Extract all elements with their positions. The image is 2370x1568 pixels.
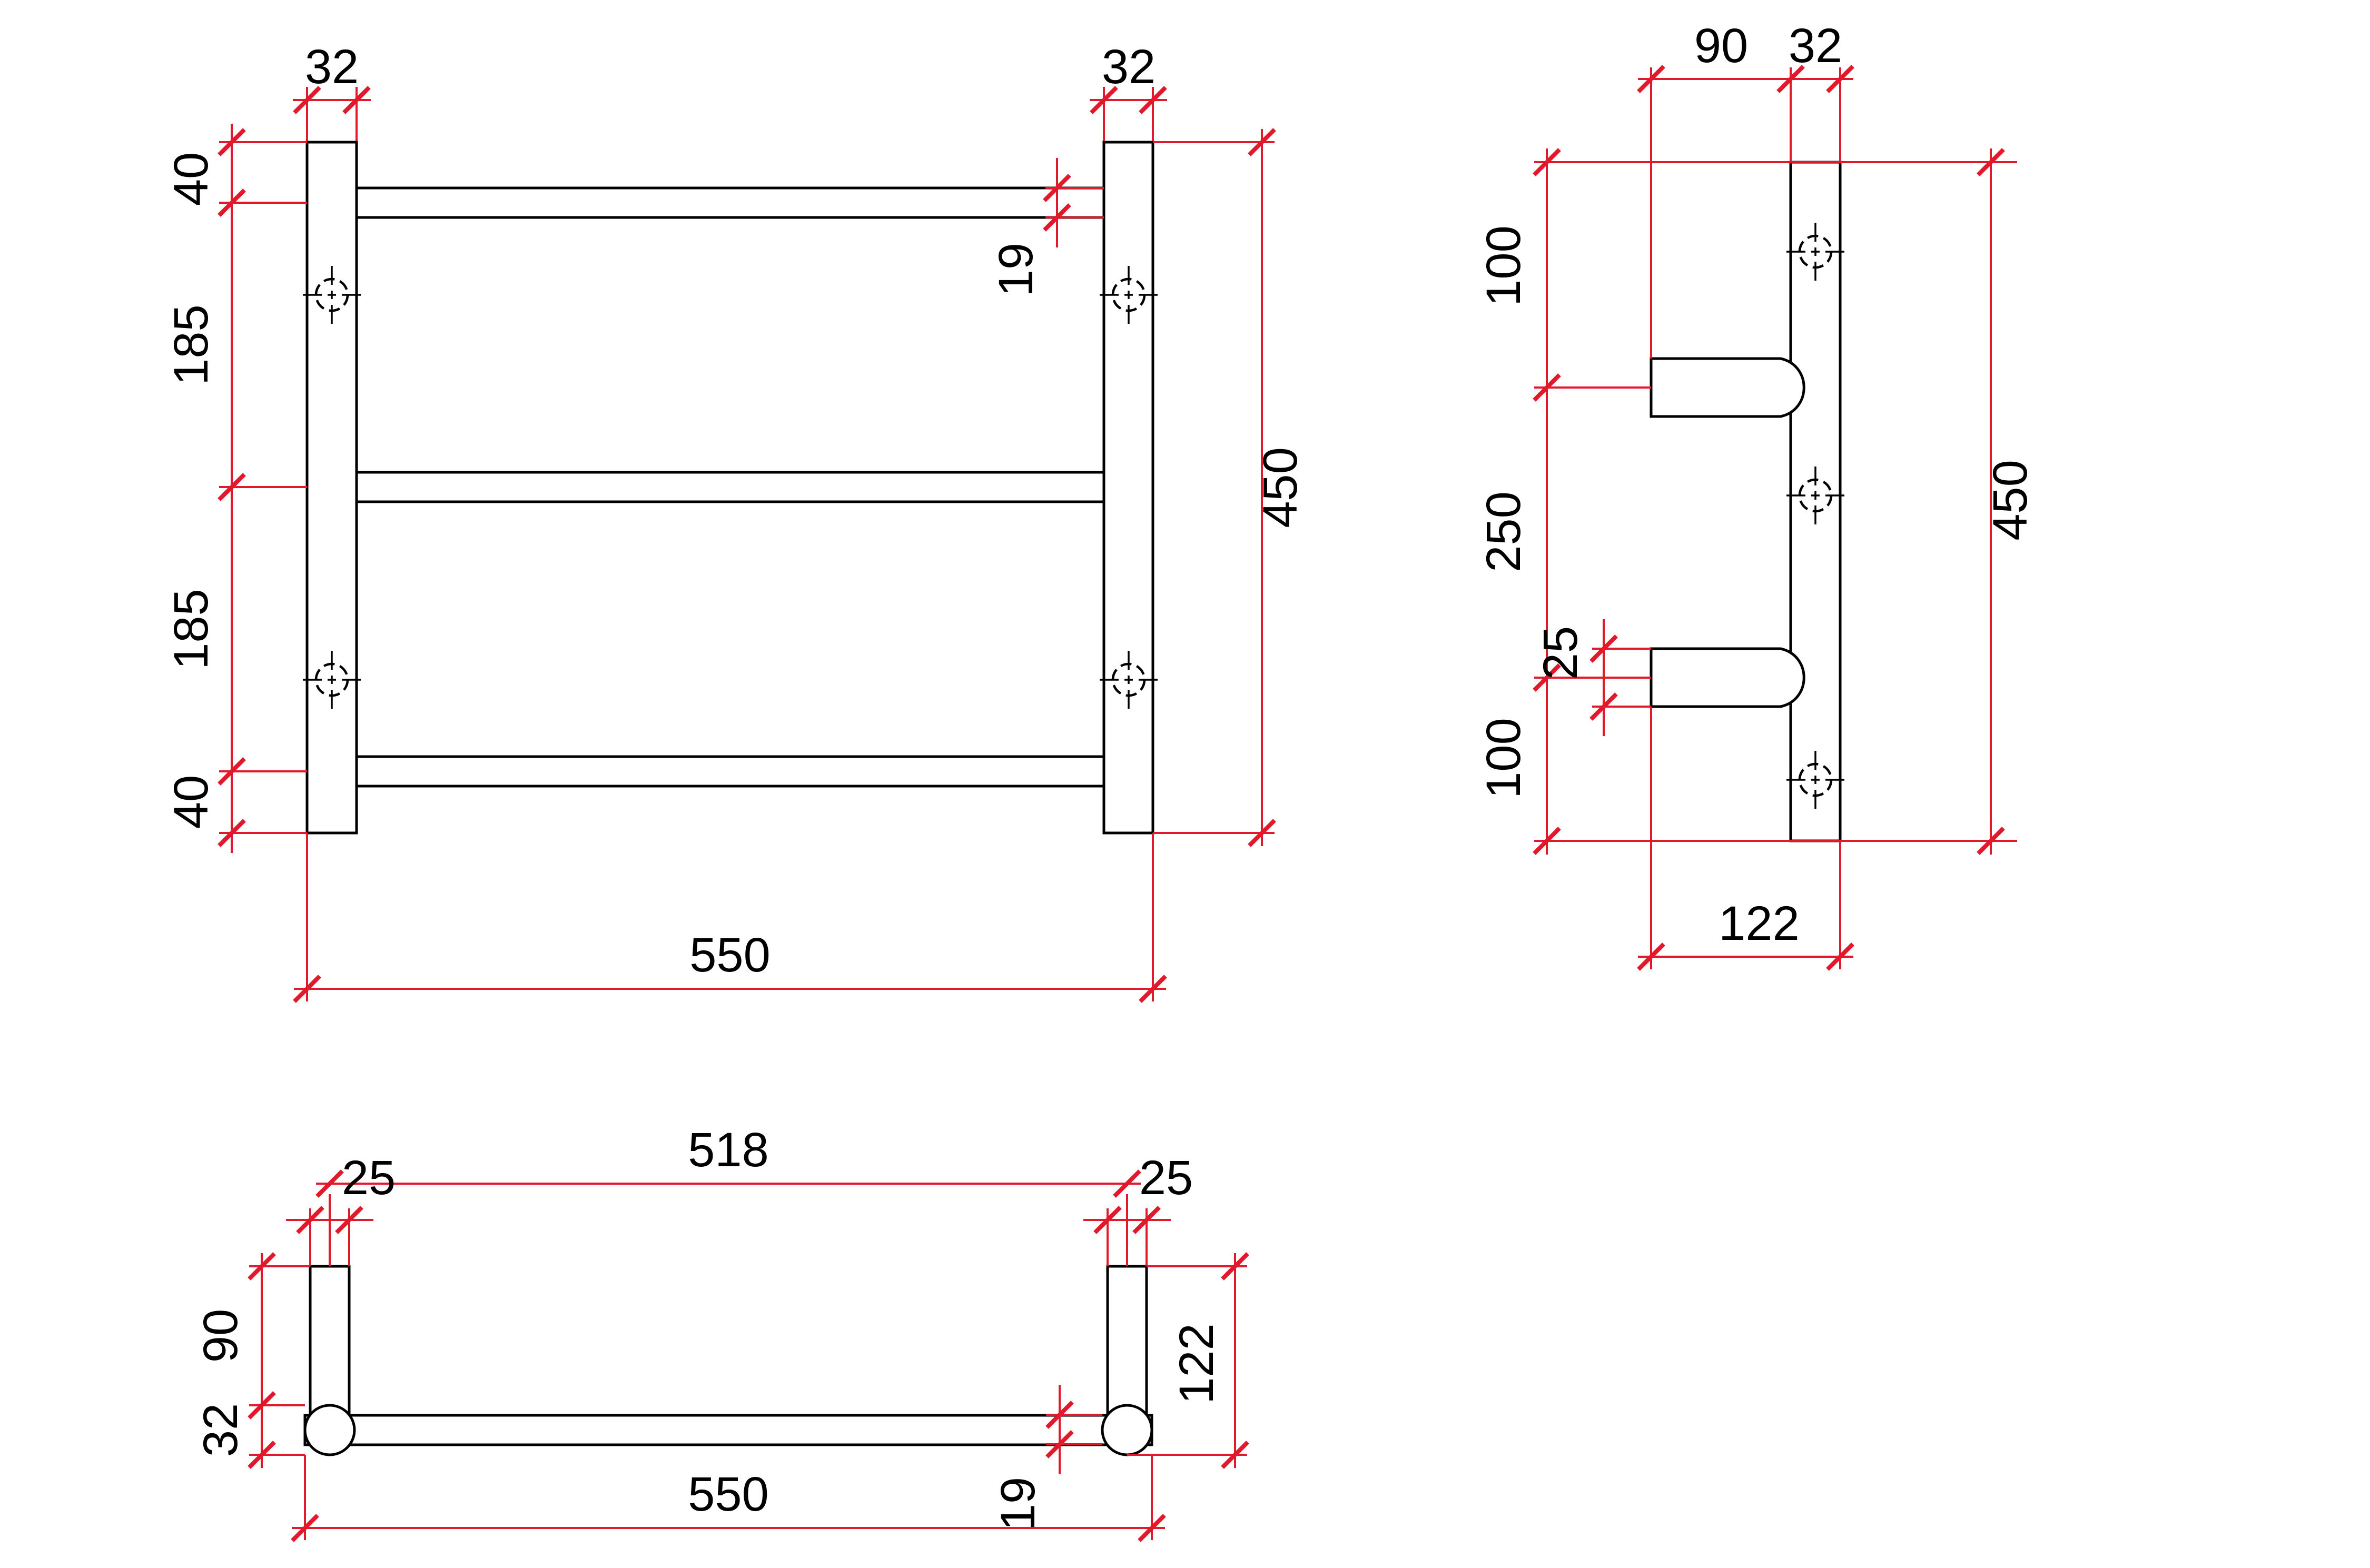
- dim-label: 40: [164, 152, 218, 206]
- dim-label: 90: [1694, 19, 1748, 73]
- plan-view: 518 25 25 90: [194, 1123, 1249, 1542]
- dim-plan-post-spacing: 518: [315, 1123, 1141, 1266]
- dim-plan-overall-depth: 122: [1127, 1252, 1249, 1469]
- dim-label: 450: [1983, 460, 2037, 541]
- front-hole-bottom-left: [303, 651, 361, 709]
- dim-label: 32: [194, 1403, 248, 1457]
- dim-plan-left-chain: 90 32: [194, 1252, 310, 1469]
- dim-side-arm-diameter: 25: [1534, 619, 1651, 736]
- dim-label: 518: [688, 1123, 769, 1177]
- dim-label: 25: [342, 1151, 396, 1205]
- front-left-post: [305, 141, 358, 835]
- front-hole-top-right: [1100, 266, 1158, 324]
- dim-plan-left-arm-diameter: 25: [286, 1151, 396, 1266]
- front-hole-top-left: [303, 266, 361, 324]
- dim-label: 100: [1477, 718, 1530, 799]
- dim-label: 185: [164, 304, 218, 385]
- dim-label: 550: [688, 1467, 769, 1521]
- dim-front-left-chain: 40 185 185 40: [164, 124, 307, 853]
- dim-label: 25: [1139, 1151, 1193, 1205]
- dim-label: 40: [164, 775, 218, 829]
- dim-label: 250: [1477, 491, 1530, 572]
- front-rail-2: [355, 471, 1105, 503]
- dim-label: 32: [1789, 19, 1842, 73]
- plan-rail-bar: [303, 1414, 1153, 1446]
- dim-label: 90: [194, 1309, 248, 1363]
- dim-side-overall-height: 450: [1977, 148, 2037, 855]
- plan-right-post: [1101, 1404, 1153, 1456]
- dim-plan-rail-thickness: 19: [991, 1385, 1102, 1531]
- dim-front-rail-thickness: 19: [989, 158, 1104, 296]
- side-lower-arm: [1650, 647, 1805, 708]
- dim-side-overall-depth: 122: [1637, 707, 1854, 971]
- dim-plan-overall-width: 550: [291, 1455, 1166, 1542]
- dim-side-arm-length-and-depth: 90 32: [1637, 19, 1854, 359]
- side-hole-bottom: [1786, 751, 1844, 809]
- dim-label: 25: [1534, 626, 1587, 680]
- dim-label: 19: [989, 243, 1043, 296]
- plan-right-arm: [1106, 1265, 1148, 1415]
- dim-label: 450: [1253, 447, 1307, 528]
- dim-label: 32: [305, 40, 359, 94]
- front-right-post: [1102, 141, 1154, 835]
- dim-label: 185: [164, 589, 218, 670]
- dim-label: 122: [1170, 1323, 1223, 1404]
- front-rail-1: [355, 186, 1105, 219]
- dim-label: 100: [1477, 225, 1530, 306]
- side-hole-top: [1786, 223, 1844, 281]
- dim-label: 122: [1719, 897, 1800, 950]
- dim-label: 32: [1102, 40, 1156, 94]
- side-upper-arm: [1650, 357, 1805, 418]
- dim-front-overall-height: 450: [1153, 128, 1307, 847]
- front-view: 32 32 40 185 185 40: [164, 40, 1307, 1003]
- front-hole-bottom-right: [1100, 651, 1158, 709]
- side-view: 90 32 100 250 100 25: [1477, 19, 2037, 971]
- dim-label: 19: [991, 1477, 1045, 1531]
- plan-left-arm: [309, 1265, 351, 1415]
- dim-side-left-chain: 100 250 100: [1477, 148, 2017, 855]
- dim-plan-right-arm-diameter: 25: [1083, 1151, 1193, 1266]
- dim-front-right-post-width: 32: [1090, 40, 1167, 141]
- dim-front-overall-width: 550: [293, 833, 1167, 1003]
- side-hole-middle: [1786, 467, 1844, 524]
- plan-left-post: [303, 1404, 356, 1456]
- front-rail-3: [355, 755, 1105, 788]
- dim-label: 550: [689, 928, 771, 982]
- dim-front-left-post-width: 32: [293, 40, 371, 141]
